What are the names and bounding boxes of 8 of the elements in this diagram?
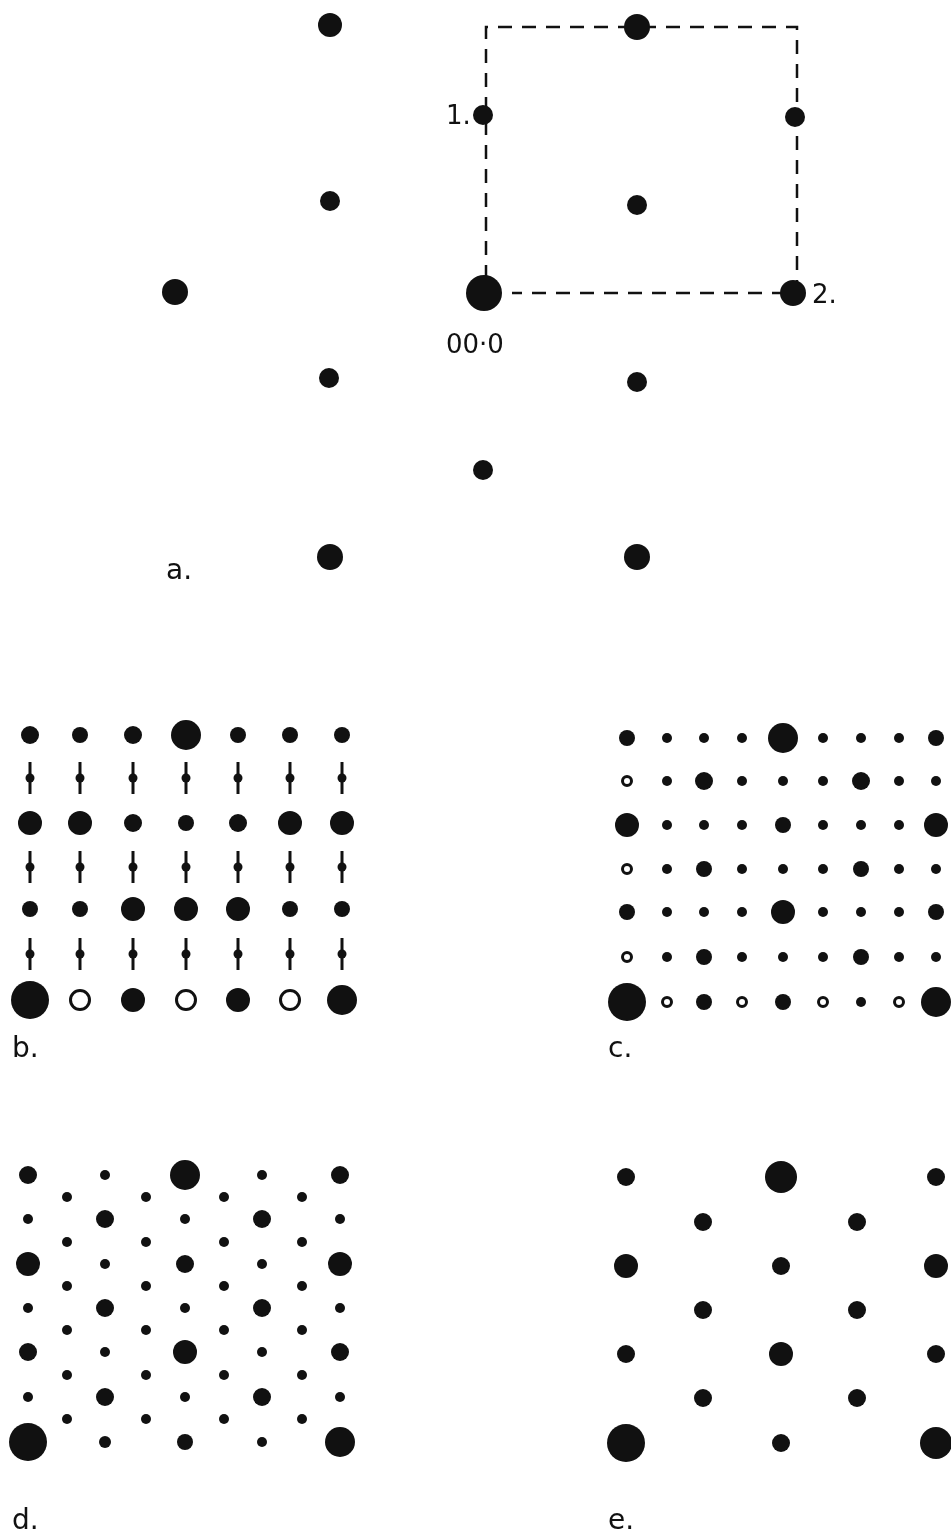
spot-label: 1. (446, 102, 471, 128)
panel-label: a. (166, 556, 193, 584)
panel-label: c. (608, 1034, 633, 1062)
origin-label: 00·0 (446, 331, 504, 357)
panel-label: d. (12, 1506, 39, 1534)
spot-label: 2. (812, 281, 837, 307)
panel-label: e. (608, 1506, 635, 1534)
panel-label: b. (12, 1034, 39, 1062)
